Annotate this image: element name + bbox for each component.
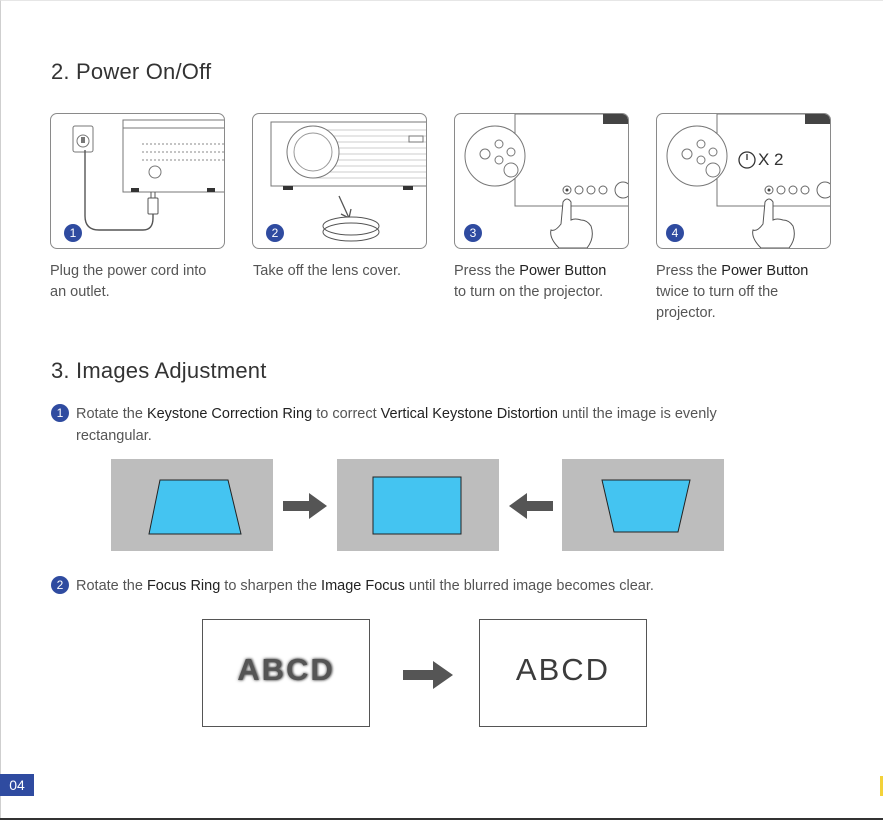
caption-line: Plug the power cord into [50,263,207,279]
keystone-after-panel [562,459,724,551]
text: Rotate the [76,578,147,594]
step-2-illustration: 2 [252,113,427,249]
caption-line: projector. [656,305,716,321]
text: rectangular. [76,428,152,444]
caption-line: an outlet. [50,284,110,300]
arrow-right-icon [403,661,453,689]
caption-line: to turn on the projector. [454,284,604,300]
blurred-text: ABCD [237,652,335,687]
step-3-illustration: 3 [454,113,629,249]
step-badge-4: 4 [666,224,684,242]
arrow-right-icon [283,493,327,519]
caption-text: Press the [656,263,722,279]
press-twice-label: X 2 [758,150,784,169]
item-badge-2: 2 [51,576,69,594]
focus-ring-term: Focus Ring [146,578,221,594]
caption-text: Press the [454,263,520,279]
step-3-caption: Press the Power Button to turn on the pr… [454,261,644,303]
sharp-image-box: ABCD [479,619,647,727]
focus-instruction: Rotate the Focus Ring to sharpen the Ima… [76,575,816,597]
power-button-press-illustration [464,114,628,248]
keystone-correct-panel [337,459,499,551]
step-badge-3: 3 [464,224,482,242]
trapezoid-wide-top [601,479,691,533]
keystone-instruction: Rotate the Keystone Correction Ring to c… [76,403,816,447]
item-badge-1: 1 [51,404,69,422]
text: until the blurred image becomes clear. [404,578,654,594]
keystone-ring-term: Keystone Correction Ring [146,406,313,422]
rectangle-screen [372,476,462,535]
text: Rotate the [76,406,147,422]
step-badge-2: 2 [266,224,284,242]
power-cord-illustration [72,119,224,231]
caption-line: twice to turn off the [656,284,779,300]
image-focus-term: Image Focus [321,578,405,594]
text: until the image is evenly [557,406,717,422]
step-4-illustration: X 2 4 [656,113,831,249]
blurred-image-box: ABCD [202,619,370,727]
power-button-double-press-illustration [666,114,830,248]
step-4-caption: Press the Power Button twice to turn off… [656,261,846,324]
page-number: 04 [0,774,34,796]
sharp-text: ABCD [515,652,611,687]
keystone-distortion-term: Vertical Keystone Distortion [380,406,558,422]
caption-bold: Power Button [519,263,607,279]
caption-bold: Power Button [721,263,809,279]
step-badge-1: 1 [64,224,82,242]
bottom-rule [0,818,883,820]
section-title-power: 2. Power On/Off [51,59,212,84]
caption-line: Take off the lens cover. [253,263,402,279]
trapezoid-wide-bottom [148,479,242,535]
text: to correct [312,406,381,422]
step-1-illustration: 1 [50,113,225,249]
keystone-before-panel [111,459,273,551]
step-1-caption: Plug the power cord into an outlet. [50,261,240,303]
corner-mark [880,776,883,796]
arrow-left-icon [509,493,553,519]
lens-cover-illustration [270,121,426,242]
section-title-images: 3. Images Adjustment [51,358,267,383]
step-2-caption: Take off the lens cover. [253,261,443,282]
text: to sharpen the [220,578,322,594]
